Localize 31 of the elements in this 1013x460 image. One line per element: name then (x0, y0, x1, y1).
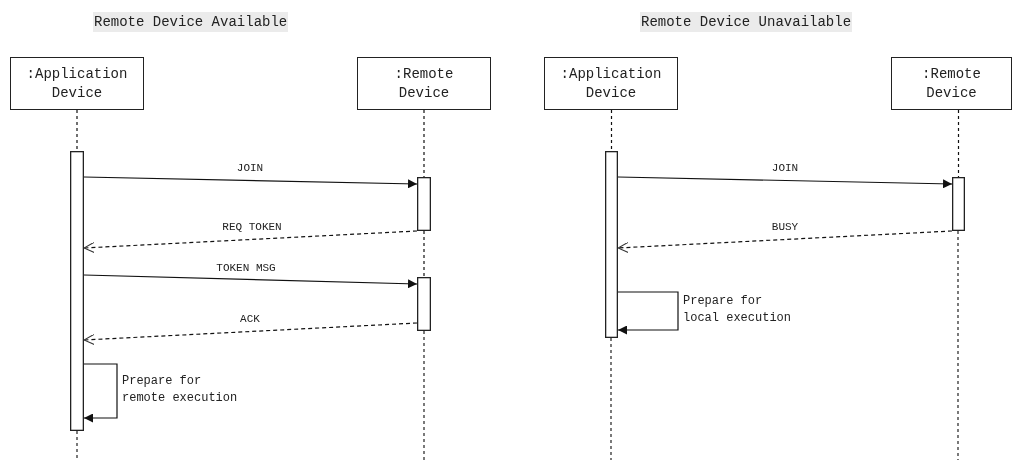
lifeline (76, 109, 78, 152)
participant-name: :Remote Device (393, 64, 455, 103)
lifeline (957, 109, 960, 178)
message-label: Prepare for remote execution (122, 373, 239, 407)
self-message-arrow (83, 363, 118, 423)
activation-bar (70, 151, 84, 431)
activation-bar (417, 177, 431, 231)
message-arrow (83, 176, 418, 189)
return-message-arrow (83, 230, 418, 253)
participant-name: :Application Device (25, 64, 129, 103)
activation-bar (605, 151, 618, 338)
participant-name: :Remote Device (921, 64, 982, 103)
participant-box (10, 57, 144, 110)
participant-box (357, 57, 491, 110)
panel-title: Remote Device Unavailable (640, 12, 853, 32)
lifeline (423, 230, 425, 278)
panel-title: Remote Device Available (93, 12, 289, 32)
self-message-arrow (617, 291, 679, 335)
participant-name: :Application Device (559, 64, 663, 103)
message-arrow (83, 274, 418, 289)
message-arrow (617, 176, 953, 189)
participant-box (544, 57, 678, 110)
lifeline (423, 109, 425, 178)
activation-bar (952, 177, 965, 231)
lifeline (610, 109, 613, 152)
return-message-arrow (617, 230, 953, 253)
message-label: Prepare for local execution (683, 293, 793, 327)
activation-bar (417, 277, 431, 331)
return-message-arrow (83, 322, 418, 345)
participant-box (891, 57, 1012, 110)
message-label: REQ TOKEN (220, 220, 284, 234)
